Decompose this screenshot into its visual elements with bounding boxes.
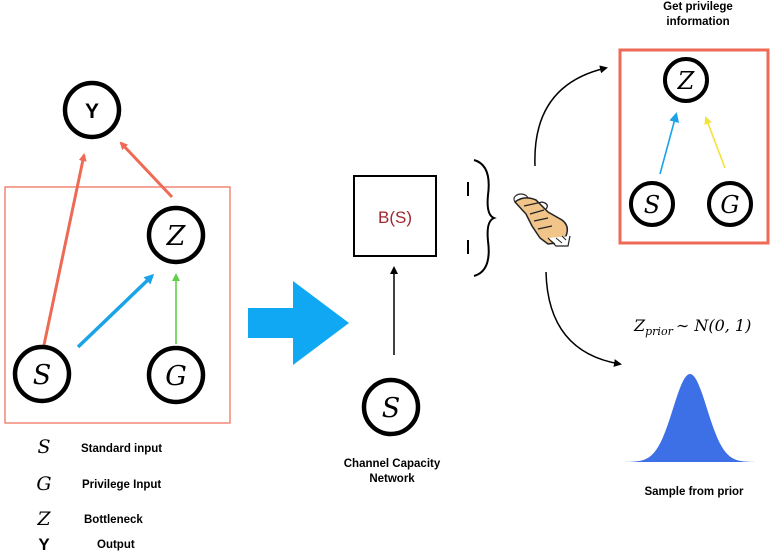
legend-symbol-g: G (36, 473, 51, 495)
privilege-box (618, 48, 770, 245)
pointing-hand-icon (513, 193, 571, 247)
node-z-left: Z (146, 205, 206, 265)
svg-text:G: G (720, 191, 739, 219)
curly-brace (473, 159, 497, 277)
arrow-s-to-y (42, 153, 87, 346)
prior-label: Sample from prior (644, 486, 744, 498)
channel-label-line2: Network (369, 473, 415, 485)
legend-symbol-z: Z (36, 508, 51, 530)
channel-label-line1: Channel Capacity (344, 458, 441, 470)
arrow-s-to-z (76, 273, 155, 349)
node-y: Y (62, 80, 122, 140)
arrow-to-prior (545, 271, 622, 367)
svg-text:G: G (165, 361, 187, 392)
node-s-right: S (629, 181, 675, 227)
prior-formula: Zprior∼ N(0, 1) (633, 316, 751, 338)
legend-symbol-y: Y (38, 535, 50, 553)
svg-text:Y: Y (85, 100, 99, 123)
legend-text-y: Output (97, 539, 135, 551)
legend-symbol-s: S (37, 436, 50, 458)
svg-text:S: S (33, 360, 52, 391)
privilege-label-line1: Get privilege (663, 1, 733, 13)
arrow-g-to-z-right (704, 116, 726, 169)
arrow-to-privilege (534, 65, 608, 167)
legend-text-g: Privilege Input (82, 479, 161, 491)
left-graph-box (4, 186, 231, 424)
node-s-mid: S (361, 377, 421, 437)
node-z-right: Z (663, 57, 709, 103)
privilege-label-line2: information (666, 16, 729, 28)
legend-text-s: Standard input (81, 443, 162, 455)
legend: S Standard input G Privilege Input Z Bot… (36, 436, 162, 553)
arrow-z-to-y (119, 141, 174, 199)
node-g-left: G (146, 345, 206, 405)
svg-text:S: S (382, 393, 401, 424)
legend-text-z: Bottleneck (84, 514, 143, 526)
bottleneck-box: B(S) (353, 175, 437, 257)
svg-text:Z: Z (677, 67, 696, 95)
big-flow-arrow (248, 281, 349, 365)
svg-text:Z: Z (166, 221, 187, 252)
svg-text:B(S): B(S) (378, 208, 412, 227)
arrow-s-to-z-right (659, 112, 679, 175)
node-g-right: G (707, 181, 753, 227)
gaussian-curve (623, 374, 760, 462)
svg-text:S: S (644, 191, 660, 219)
node-s-left: S (12, 344, 72, 404)
